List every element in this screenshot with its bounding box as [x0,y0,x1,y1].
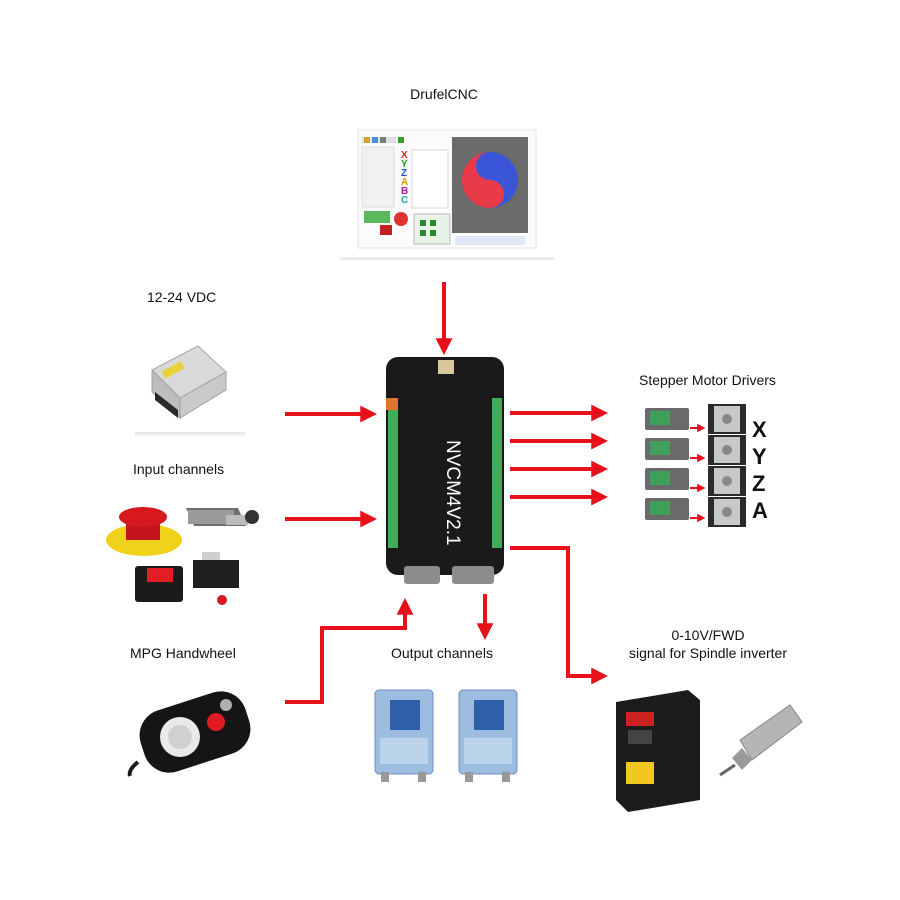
arrow-board-to-spindle [510,546,609,685]
output-channels-label: Output channels [391,645,493,661]
board-name: NVCM4V2.1 [442,440,463,546]
arrow-mpg-to-board [285,597,414,704]
axis-letter-a: A [752,498,768,523]
svg-text:C: C [401,195,408,206]
jog-buttons [413,213,451,245]
toolbar-icons [364,137,404,143]
yin-yang-preview [462,152,518,208]
axis-letters: X Y Z A [752,417,768,523]
relay-modules [374,689,518,782]
input-channels-label: Input channels [133,461,225,477]
input-devices [106,507,259,605]
software-label: DrufelCNC [410,86,478,102]
axis-letter-x: X [752,417,767,442]
svg-text:Y: Y [401,159,408,170]
stepper-drivers-label: Stepper Motor Drivers [639,372,776,388]
stepper-drivers [645,408,689,520]
axis-letter-y: Y [752,444,767,469]
spindle-label-line2: signal for Spindle inverter [629,645,787,661]
arrows [285,282,609,704]
svg-text:A: A [401,177,408,188]
mpg-handwheel [127,691,251,777]
stepper-motors [708,404,746,527]
svg-text:X: X [401,150,408,161]
power-supply-label: 12-24 VDC [147,289,217,305]
spindle-inverter [616,690,700,812]
controller-board: NVCM4V2.1 [386,357,504,584]
power-supply [135,345,245,438]
spindle-label-line1: 0-10V/FWD [671,627,745,643]
svg-text:Z: Z [401,168,407,179]
stepper-connector-arrows [690,423,706,523]
mpg-handwheel-label: MPG Handwheel [130,645,236,661]
axis-letter-z: Z [752,471,765,496]
software-screenshot: X Y Z A B C [340,129,554,260]
svg-text:B: B [401,186,408,197]
spindle-motor [719,704,803,777]
